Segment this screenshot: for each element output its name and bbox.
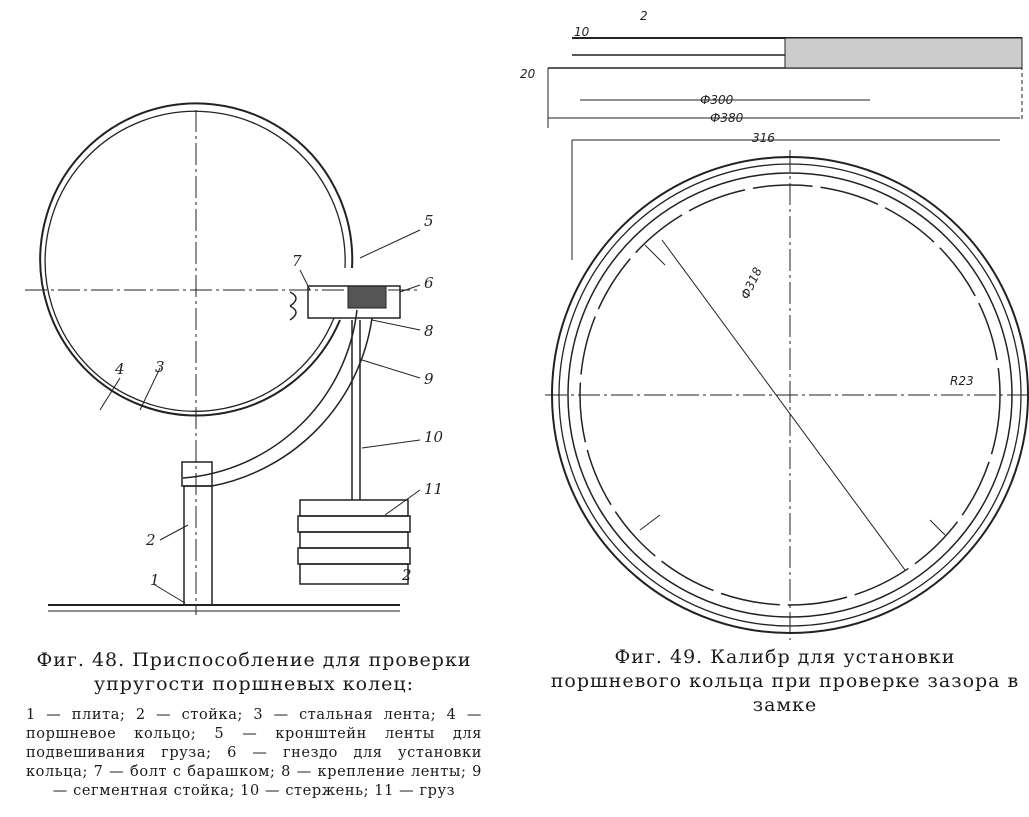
dim-d380: Ф380 [710, 111, 744, 125]
dim-20: 20 [520, 67, 536, 81]
label-1: 1 [150, 571, 160, 589]
label-6: 6 [424, 274, 434, 292]
label-5: 5 [424, 212, 434, 230]
label-10: 10 [424, 428, 444, 446]
fig48-drawing [25, 102, 421, 615]
fig48-labels: 1 2 3 4 5 6 7 8 9 10 11 2 [114, 212, 444, 589]
label-3: 3 [155, 358, 165, 376]
label-2b: 2 [401, 566, 412, 584]
label-4: 4 [114, 360, 125, 378]
label-9: 9 [424, 370, 434, 388]
dim-d318: Ф318 [738, 265, 765, 301]
fig49-drawing [545, 37, 1029, 640]
dim-r23: R23 [950, 374, 974, 388]
fig49-caption-title: Фиг. 49. Калибр для установки поршневого… [550, 646, 1020, 716]
label-11: 11 [424, 480, 443, 498]
dim-2: 2 [640, 9, 648, 23]
fig48-caption-legend: 1 — плита; 2 — стойка; 3 — стальная лент… [26, 707, 482, 799]
dim-316: 316 [752, 131, 775, 145]
fig48-caption: Фиг. 48. Приспособление для проверки упр… [26, 648, 482, 801]
fig49-caption: Фиг. 49. Калибр для установки поршневого… [550, 645, 1020, 717]
label-7: 7 [292, 252, 302, 270]
label-8: 8 [424, 322, 434, 340]
label-2: 2 [145, 531, 156, 549]
fig48-caption-title: Фиг. 48. Приспособление для проверки упр… [36, 649, 472, 695]
dim-10: 10 [574, 25, 590, 39]
dim-d300: Ф300 [700, 93, 734, 107]
